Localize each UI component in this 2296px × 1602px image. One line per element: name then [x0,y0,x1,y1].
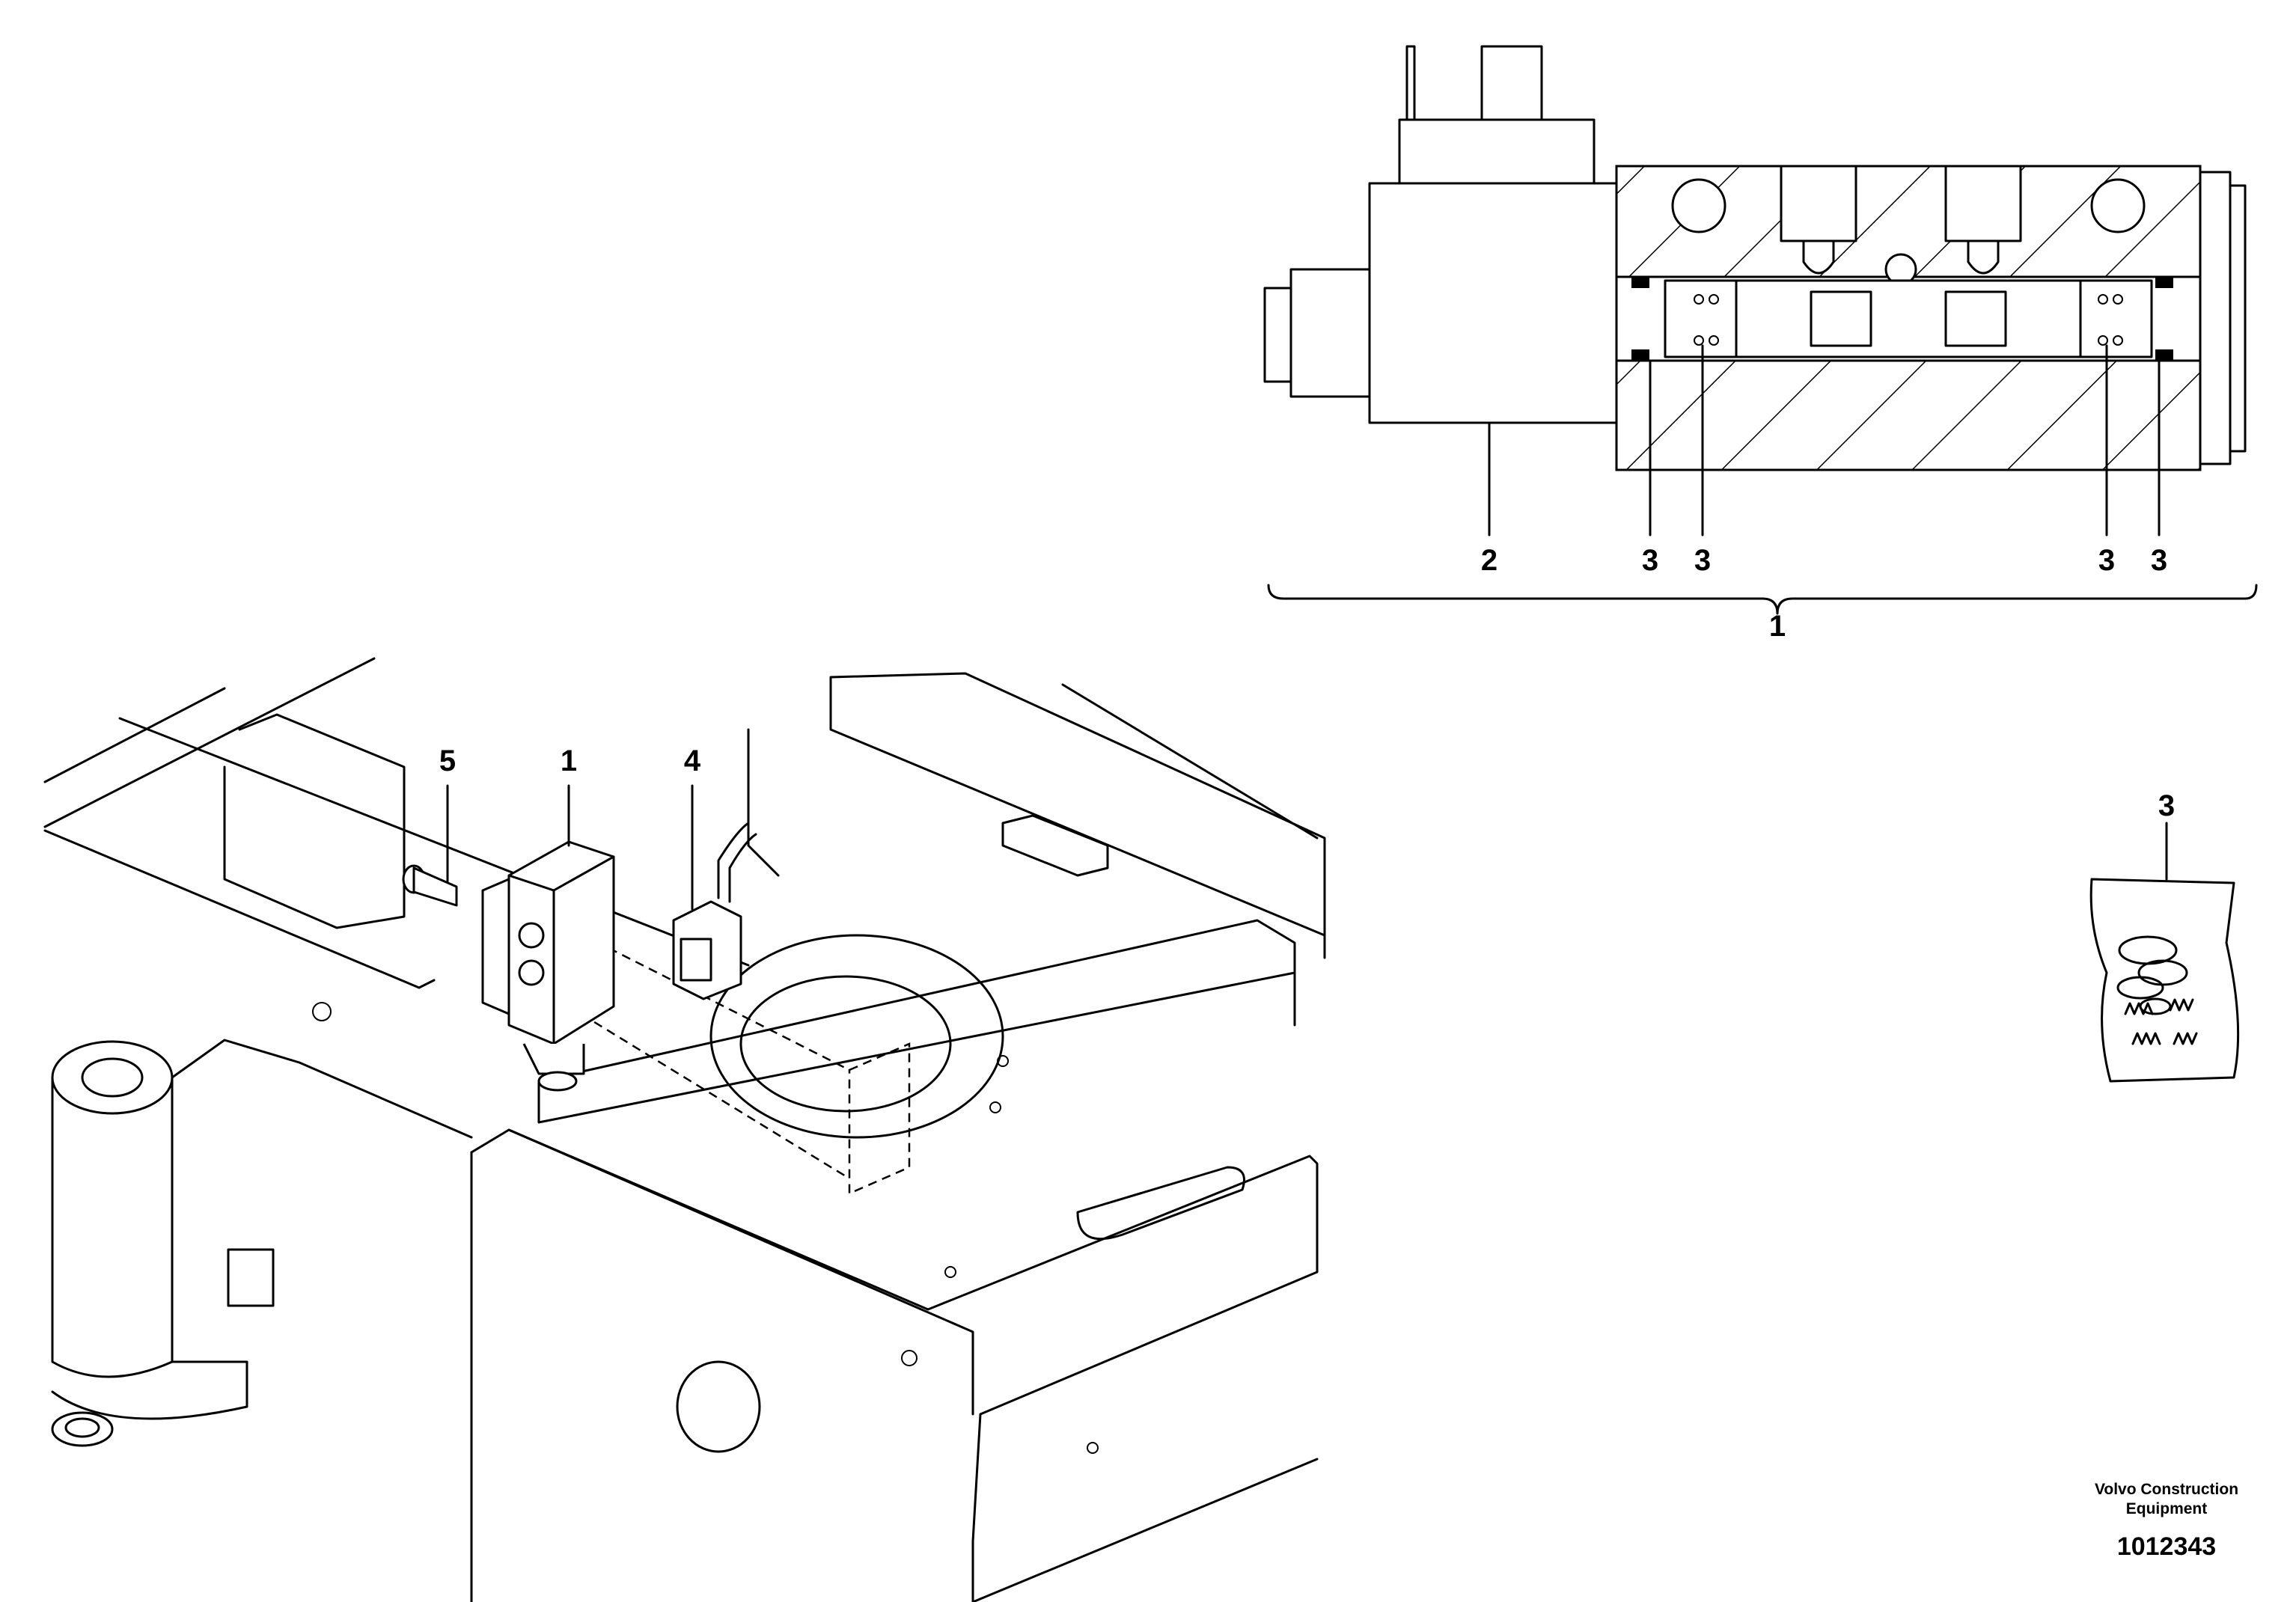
callout-5: 5 [439,745,456,777]
seal-kit-bag-icon [2089,822,2240,1083]
callout-4: 4 [684,745,701,777]
callout-3: 3 [1642,544,1658,577]
company-name-line2: Equipment [2126,1500,2208,1517]
callout-2: 2 [1481,544,1497,577]
callout-3: 3 [2151,544,2167,577]
machine-frame [43,657,1326,1602]
company-name-line1: Volvo Construction [2095,1481,2238,1498]
callout-3: 3 [2158,789,2175,822]
bolt-icon [402,784,458,907]
valve-cross-section [1263,45,2258,615]
drawing-number: 1012343 [2117,1532,2216,1561]
callout-1: 1 [1769,610,1786,643]
electrical-connector-icon [672,784,757,1000]
callout-1: 1 [561,745,577,777]
solenoid-valve-icon [481,840,615,1092]
callout-3: 3 [1694,544,1711,577]
callout-3: 3 [2098,544,2115,577]
